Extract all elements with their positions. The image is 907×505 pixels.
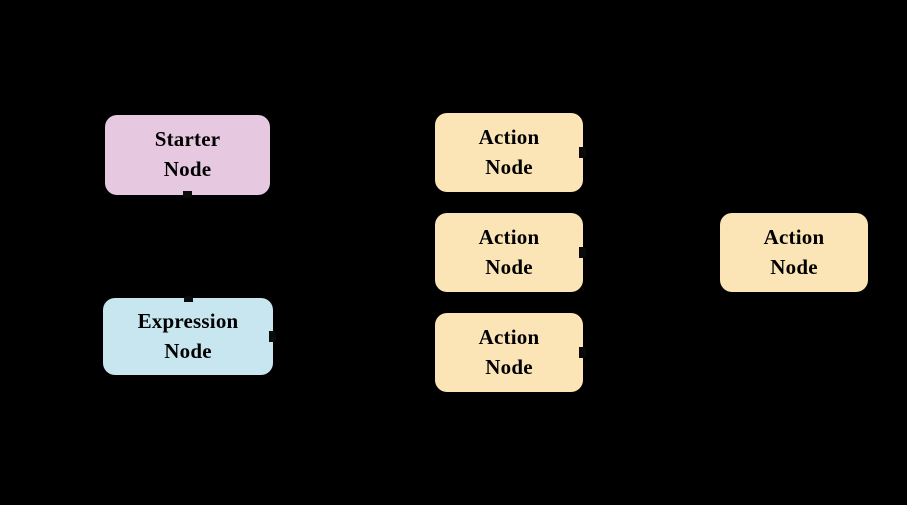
node-label-line-2: Node	[163, 157, 212, 181]
port-right-icon[interactable]	[269, 331, 276, 342]
node-action-node-3[interactable]: Action Node	[435, 313, 586, 392]
node-label-line-1: Action	[478, 324, 540, 349]
node-expression-node[interactable]: Expression Node	[103, 296, 276, 375]
node-action-node-1[interactable]: Action Node	[435, 113, 586, 192]
node-label-line-2: Node	[485, 154, 533, 179]
node-label-line-1: Starter	[154, 127, 221, 152]
port-right-icon[interactable]	[579, 347, 586, 358]
node-label-line-1: Action	[763, 224, 825, 249]
port-right-icon[interactable]	[579, 147, 586, 158]
port-top-icon[interactable]	[183, 296, 193, 302]
port-right-icon[interactable]	[579, 247, 586, 258]
node-label-line-2: Node	[770, 254, 818, 279]
node-label-line-1: Action	[478, 224, 540, 249]
node-action-node-4[interactable]: Action Node	[720, 213, 868, 292]
node-label-line-2: Node	[485, 354, 533, 379]
port-bottom-icon[interactable]	[183, 191, 192, 198]
node-action-node-2[interactable]: Action Node	[435, 213, 586, 292]
node-label-line-2: Node	[485, 254, 533, 279]
node-starter-node[interactable]: Starter Node	[105, 115, 270, 198]
node-label-line-1: Expression	[137, 308, 239, 333]
node-label-line-2: Node	[164, 338, 212, 363]
node-label-line-1: Action	[478, 124, 540, 149]
